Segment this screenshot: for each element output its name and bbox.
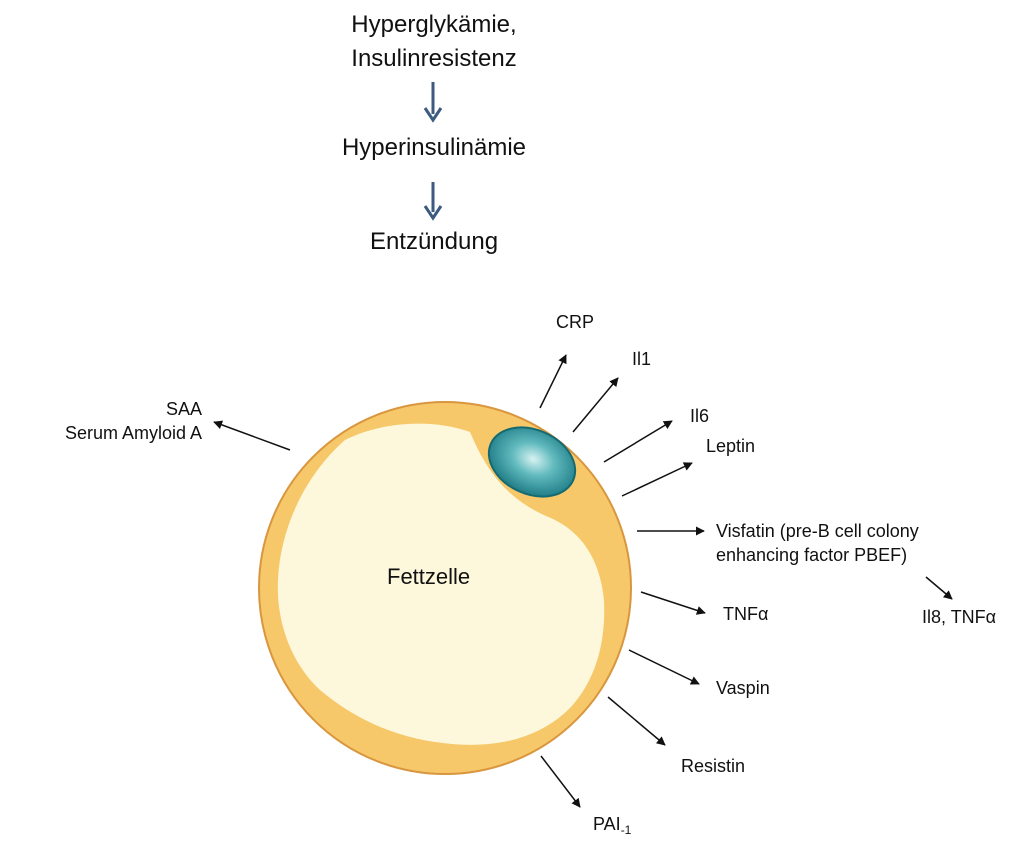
arrow-tnf (640, 591, 706, 615)
label-saa-line-1: SAA (165, 399, 202, 419)
label-visfatin-line-1: Visfatin (pre-B cell colony (716, 521, 919, 541)
arrow-il8-tnf (925, 576, 953, 600)
cell-label: Fettzelle (387, 564, 471, 589)
label-leptin: Leptin (706, 436, 756, 456)
label-tnf: TNFα (723, 604, 769, 624)
fat-cell (258, 401, 632, 775)
arrow-crp (539, 354, 567, 409)
flow-step-1-line-1: Hyperglykämie, (351, 11, 517, 38)
label-resistin: Resistin (681, 756, 746, 776)
label-il1: Il1 (632, 349, 652, 369)
flow-arrow-1 (423, 82, 443, 123)
arrow-il1 (572, 377, 619, 433)
flow-step-3: Entzündung (369, 228, 499, 255)
label-pai-subscript: -1 (620, 823, 632, 837)
label-il8-tnf: Il8, TNFα (922, 607, 997, 627)
arrow-pai (540, 755, 581, 808)
label-il6: Il6 (690, 406, 710, 426)
label-pai: PAI-1 (593, 815, 631, 836)
flow-arrow-2 (423, 182, 443, 221)
label-visfatin: Visfatin (pre-B cell colony enhancing fa… (716, 519, 919, 567)
label-crp: CRP (556, 312, 595, 332)
flow-step-2: Hyperinsulinämie (341, 134, 527, 161)
label-pai-text: PAI (593, 814, 621, 834)
label-vaspin: Vaspin (716, 678, 770, 698)
arrow-resistin (607, 696, 666, 746)
arrow-il6 (603, 420, 673, 463)
fat-droplet (277, 423, 605, 745)
flow-step-1-line-2: Insulinresistenz (351, 45, 517, 72)
label-saa-line-2: Serum Amyloid A (64, 423, 202, 443)
nucleus (487, 426, 577, 498)
arrow-saa (213, 420, 291, 451)
arrow-vaspin (628, 649, 700, 685)
label-saa: SAA Serum Amyloid A (20, 397, 202, 445)
arrow-leptin (621, 462, 693, 497)
label-visfatin-line-2: enhancing factor PBEF) (716, 545, 908, 565)
